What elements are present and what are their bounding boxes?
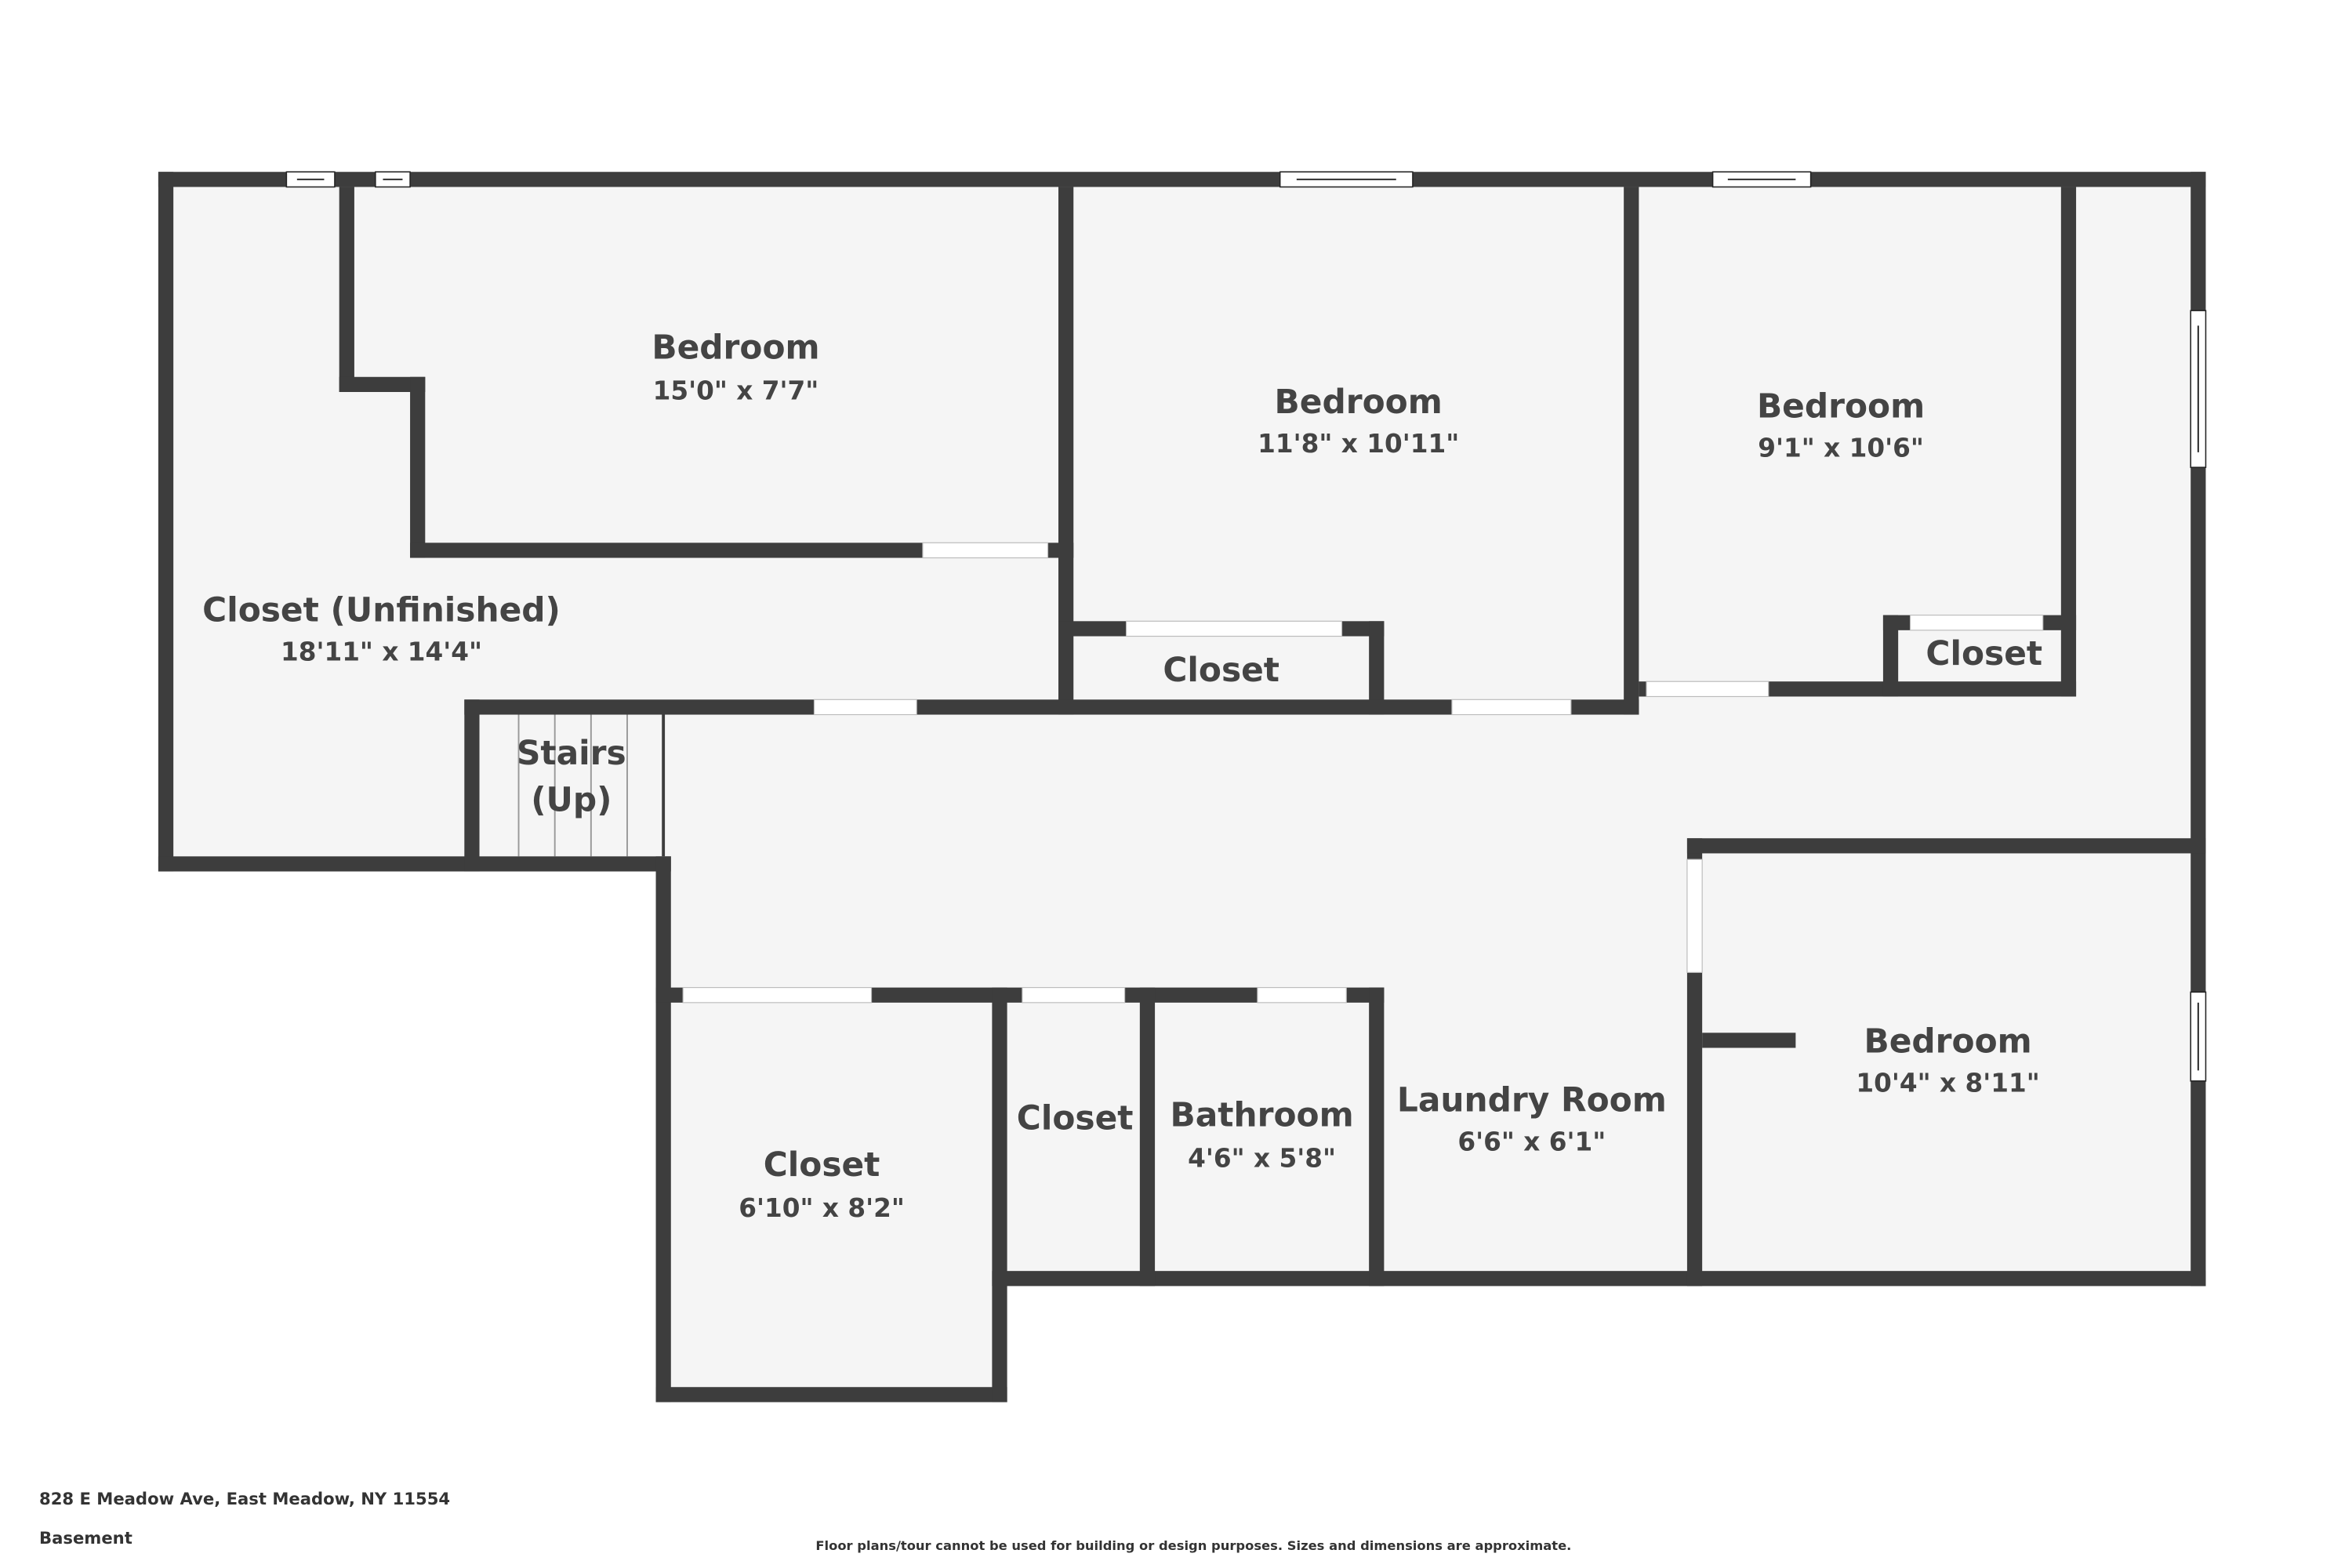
room-dims: 11'8" x 10'11" [1258, 429, 1459, 459]
room-name: Bathroom [1171, 1096, 1354, 1134]
room-dims: 18'11" x 14'4" [281, 637, 482, 666]
room-dims: 9'1" x 10'6" [1758, 434, 1924, 463]
room-name: Bedroom [1864, 1022, 2031, 1060]
room-dims: 4'6" x 5'8" [1188, 1143, 1336, 1173]
doors [682, 542, 2044, 1004]
room-name: Closet [764, 1145, 880, 1184]
room-name: Stairs [517, 734, 626, 772]
room-dims: 6'6" x 6'1" [1457, 1127, 1606, 1156]
room-dims: (Up) [531, 781, 612, 819]
room-name: Closet [1926, 634, 2042, 673]
room-name: Closet (Unfinished) [202, 590, 561, 629]
stairs-treads [517, 714, 666, 857]
room-dims: 10'4" x 8'11" [1856, 1068, 2039, 1098]
room-dims: 15'0" x 7'7" [653, 376, 819, 406]
room-name: Closet [1017, 1098, 1134, 1137]
floor-level: Basement [39, 1528, 132, 1548]
address: 828 E Meadow Ave, East Meadow, NY 11554 [39, 1489, 450, 1508]
room-name: Bedroom [652, 328, 819, 367]
room-name: Bedroom [1757, 387, 1925, 426]
room-name: Bedroom [1275, 383, 1443, 421]
room-dims: 6'10" x 8'2" [739, 1193, 905, 1223]
windows [285, 171, 2207, 1082]
room-name: Laundry Room [1397, 1080, 1667, 1119]
room-name: Closet [1163, 651, 1279, 689]
disclaimer: Floor plans/tour cannot be used for buil… [815, 1538, 1571, 1553]
room-labels: Bedroom 15'0" x 7'7" Bedroom 11'8" x 10'… [202, 328, 2042, 1223]
